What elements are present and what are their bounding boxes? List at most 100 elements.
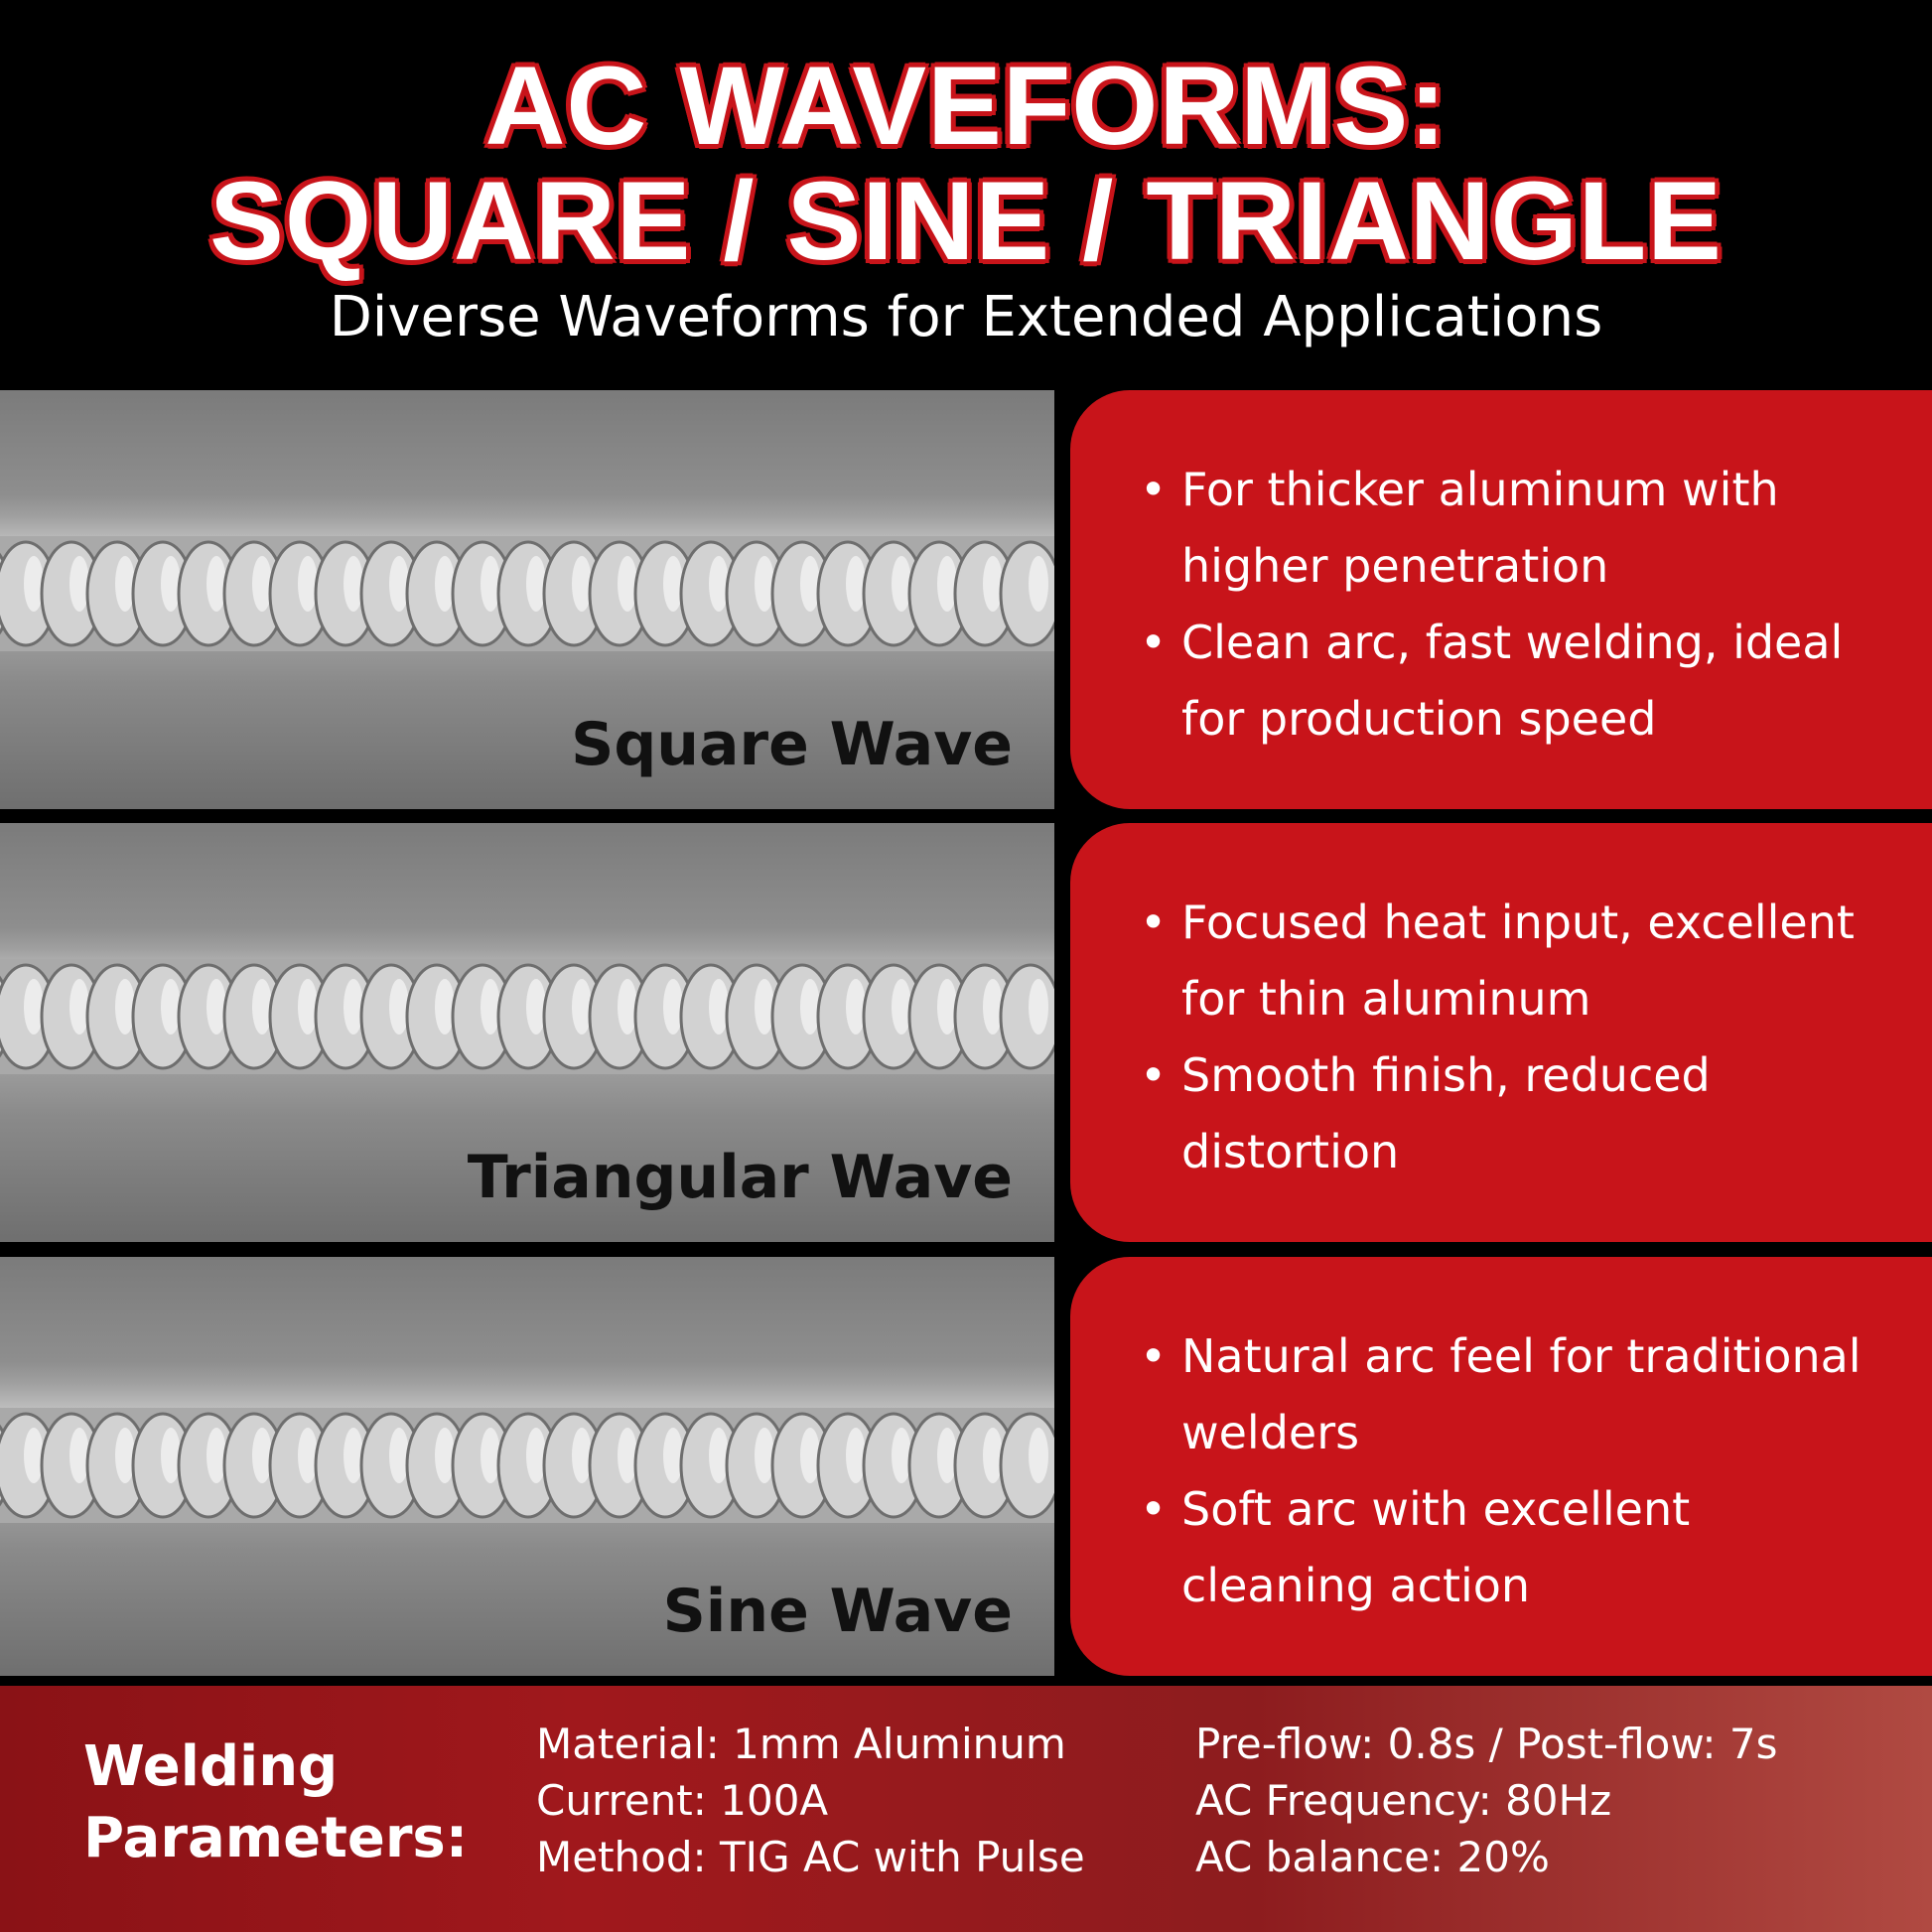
weld-ripple-highlight: [1029, 979, 1048, 1035]
weld-ripple-highlight: [846, 556, 866, 612]
weld-ripple-highlight: [572, 556, 592, 612]
weld-ripple-highlight: [663, 556, 683, 612]
bullet-item: Soft arc with excellent cleaning action: [1140, 1471, 1892, 1624]
weld-ripple-highlight: [344, 556, 363, 612]
weld-ripple-highlight: [572, 1428, 592, 1483]
bullet-item: For thicker aluminum with higher penetra…: [1140, 452, 1892, 605]
weld-ripple-highlight: [526, 979, 546, 1035]
weld-ripple-highlight: [800, 1428, 820, 1483]
weld-ripple-highlight: [846, 1428, 866, 1483]
weld-ripple-highlight: [983, 979, 1003, 1035]
sine-wave-row: Sine Wave Natural arc feel for tradition…: [0, 1257, 1932, 1676]
weld-ripple-highlight: [69, 1428, 89, 1483]
weld-bead-illustration: [0, 536, 1054, 651]
weld-ripple-highlight: [69, 556, 89, 612]
triangular-wave-card: Focused heat input, excellent for thin a…: [1070, 823, 1932, 1242]
parameter-item: Material: 1mm Aluminum: [536, 1720, 1066, 1768]
weld-ripple-highlight: [344, 1428, 363, 1483]
square-wave-label: Square Wave: [571, 710, 1013, 779]
bullet-item: Natural arc feel for traditional welders: [1140, 1318, 1892, 1471]
weld-bead-illustration: [0, 959, 1054, 1074]
weld-ripple-highlight: [481, 556, 500, 612]
weld-ripple-highlight: [24, 556, 44, 612]
subtitle: Diverse Waveforms for Extended Applicati…: [329, 285, 1603, 349]
weld-ripple-highlight: [983, 1428, 1003, 1483]
title-line-2: SQUARE / SINE / TRIANGLE: [209, 159, 1723, 283]
weld-ripple-highlight: [298, 556, 318, 612]
weld-ripple-highlight: [526, 1428, 546, 1483]
triangular-weld-photo: Triangular Wave: [0, 823, 1054, 1242]
weld-ripple-highlight: [892, 979, 911, 1035]
square-weld-photo: Square Wave: [0, 390, 1054, 809]
parameter-item: AC balance: 20%: [1195, 1833, 1550, 1881]
weld-ripple-highlight: [709, 979, 729, 1035]
weld-ripple-highlight: [663, 1428, 683, 1483]
weld-ripple-highlight: [755, 1428, 774, 1483]
weld-ripple-highlight: [1029, 556, 1048, 612]
weld-ripple-highlight: [755, 979, 774, 1035]
weld-ripple-highlight: [481, 1428, 500, 1483]
header: AC WAVEFORMS: SQUARE / SINE / TRIANGLE D…: [0, 0, 1932, 389]
weld-ripple-highlight: [161, 556, 181, 612]
weld-ripple-highlight: [24, 979, 44, 1035]
weld-ripple-highlight: [618, 979, 637, 1035]
weld-ripple-highlight: [207, 556, 226, 612]
square-wave-row: Square Wave For thicker aluminum with hi…: [0, 390, 1932, 809]
weld-ripple-highlight: [572, 979, 592, 1035]
weld-ripple-highlight: [435, 556, 455, 612]
weld-ripple-highlight: [298, 979, 318, 1035]
triangular-wave-row: Triangular Wave Focused heat input, exce…: [0, 823, 1932, 1242]
weld-ripple-highlight: [481, 979, 500, 1035]
title-line-1: AC WAVEFORMS:: [484, 44, 1448, 168]
weld-ripple-highlight: [24, 1428, 44, 1483]
parameters-label: Welding Parameters:: [83, 1734, 469, 1870]
bullet-item: Focused heat input, excellent for thin a…: [1140, 885, 1892, 1037]
weld-ripple-highlight: [526, 556, 546, 612]
sine-weld-photo: Sine Wave: [0, 1257, 1054, 1676]
weld-ripple-highlight: [207, 979, 226, 1035]
weld-ripple-highlight: [252, 556, 272, 612]
bullet-item: Smooth finish, reduced distortion: [1140, 1037, 1892, 1190]
parameter-item: Method: TIG AC with Pulse: [536, 1833, 1085, 1881]
weld-ripple-highlight: [389, 556, 409, 612]
weld-ripple-highlight: [115, 979, 135, 1035]
weld-ripple-highlight: [892, 1428, 911, 1483]
weld-ripple-highlight: [937, 1428, 957, 1483]
weld-ripple-highlight: [389, 1428, 409, 1483]
weld-ripple-highlight: [663, 979, 683, 1035]
weld-ripple-highlight: [618, 556, 637, 612]
weld-ripple-highlight: [800, 979, 820, 1035]
parameter-item: Current: 100A: [536, 1776, 829, 1825]
welding-parameters-footer: Welding Parameters: Material: 1mm Alumin…: [0, 1686, 1932, 1932]
weld-ripple-highlight: [161, 979, 181, 1035]
weld-ripple-highlight: [298, 1428, 318, 1483]
bullet-item: Clean arc, fast welding, ideal for produ…: [1140, 605, 1892, 758]
weld-ripple-highlight: [709, 556, 729, 612]
weld-ripple-highlight: [709, 1428, 729, 1483]
weld-bead-illustration: [0, 1408, 1054, 1523]
parameters-column-1: Material: 1mm Aluminum Current: 100A Met…: [536, 1716, 1085, 1885]
weld-ripple-highlight: [755, 556, 774, 612]
weld-ripple-highlight: [892, 556, 911, 612]
weld-ripple-highlight: [618, 1428, 637, 1483]
parameter-item: AC Frequency: 80Hz: [1195, 1776, 1612, 1825]
weld-ripple-highlight: [937, 556, 957, 612]
square-wave-card: For thicker aluminum with higher penetra…: [1070, 390, 1932, 809]
weld-ripple-highlight: [983, 556, 1003, 612]
weld-ripple-highlight: [161, 1428, 181, 1483]
weld-ripple-highlight: [252, 1428, 272, 1483]
weld-ripple-highlight: [1029, 1428, 1048, 1483]
weld-ripple-highlight: [344, 979, 363, 1035]
weld-ripple-highlight: [937, 979, 957, 1035]
weld-ripple-highlight: [207, 1428, 226, 1483]
weld-ripple-highlight: [69, 979, 89, 1035]
weld-ripple-highlight: [252, 979, 272, 1035]
weld-ripple-highlight: [435, 979, 455, 1035]
weld-ripple-highlight: [115, 1428, 135, 1483]
weld-ripple-highlight: [115, 556, 135, 612]
sine-wave-label: Sine Wave: [662, 1577, 1013, 1646]
sine-wave-card: Natural arc feel for traditional welders…: [1070, 1257, 1932, 1676]
weld-ripple-highlight: [846, 979, 866, 1035]
weld-ripple-highlight: [435, 1428, 455, 1483]
weld-ripple-highlight: [800, 556, 820, 612]
